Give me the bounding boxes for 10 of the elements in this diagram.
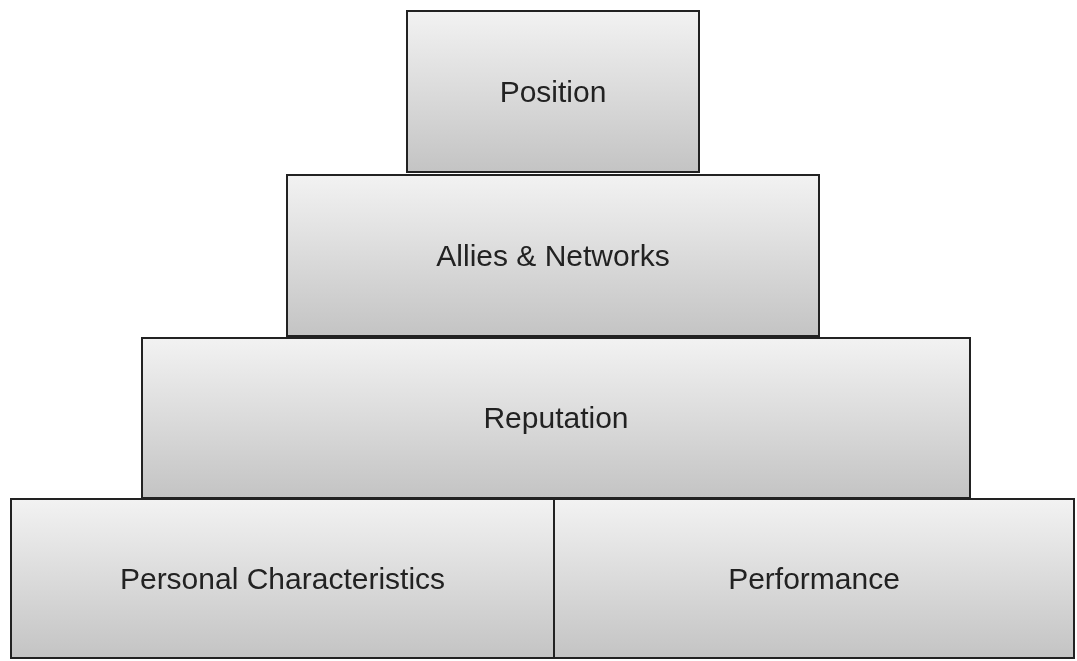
- pyramid-tier-box: [553, 498, 1075, 659]
- pyramid-tier-box: [10, 498, 555, 659]
- pyramid-tier-box: [406, 10, 700, 173]
- pyramid-tier-box: [286, 174, 820, 337]
- tier-label: Reputation: [483, 401, 629, 435]
- tier-label: Allies & Networks: [436, 238, 670, 273]
- tier-label: Performance: [728, 561, 900, 596]
- tier-label: Personal Characteristics: [119, 561, 446, 596]
- tier-label: Position: [499, 74, 607, 109]
- pyramid-tier-box: [141, 337, 971, 499]
